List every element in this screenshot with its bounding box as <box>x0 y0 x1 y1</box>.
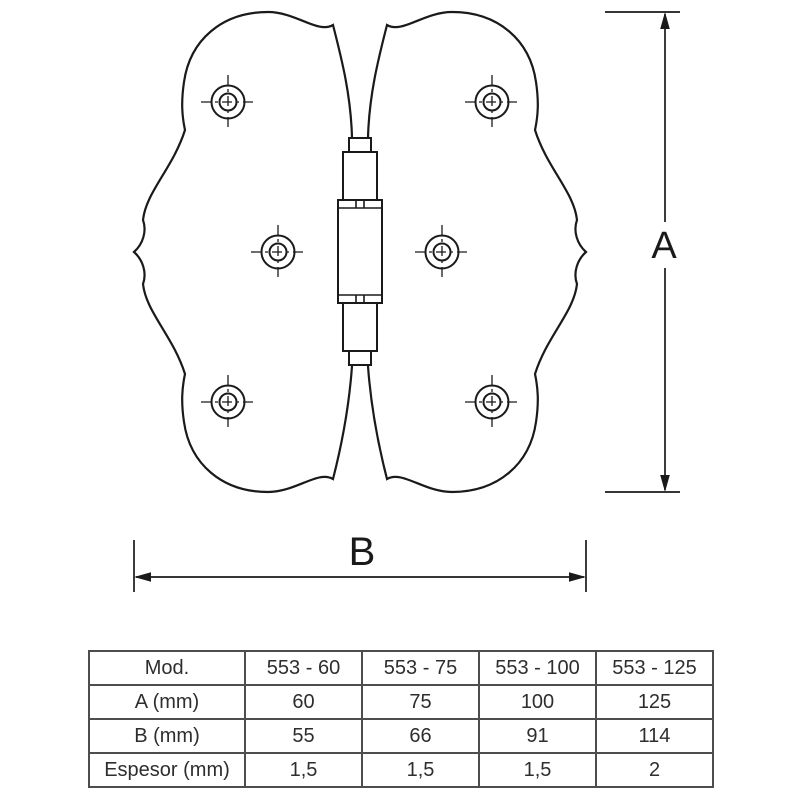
left-leaf-outline <box>132 10 354 494</box>
value-espesor-2: 1,5 <box>361 752 480 788</box>
row-label-a: A (mm) <box>88 684 246 720</box>
hole-outer-circle <box>210 84 246 120</box>
hole-inner-circle <box>482 92 502 112</box>
value-a-4: 125 <box>595 684 714 720</box>
hinge-barrel <box>337 137 383 366</box>
screw-hole <box>201 75 255 129</box>
value-espesor-3: 1,5 <box>478 752 597 788</box>
header-model-1: 553 - 60 <box>244 650 363 686</box>
value-a-2: 75 <box>361 684 480 720</box>
label-mask <box>646 222 684 268</box>
screw-hole <box>415 225 469 279</box>
value-b-4: 114 <box>595 718 714 754</box>
hole-outer-circle <box>474 84 510 120</box>
hole-outer-circle <box>424 234 460 270</box>
hinge-leaves <box>132 10 588 494</box>
screw-hole <box>251 225 305 279</box>
knuckle-middle <box>337 199 383 304</box>
row-label-espesor: Espesor (mm) <box>88 752 246 788</box>
arrowhead-up <box>660 12 670 29</box>
header-mod: Mod. <box>88 650 246 686</box>
value-a-3: 100 <box>478 684 597 720</box>
pin-cap-bottom <box>348 350 372 366</box>
right-leaf-outline <box>366 10 588 494</box>
value-b-1: 55 <box>244 718 363 754</box>
screw-hole <box>201 375 255 429</box>
hole-inner-circle <box>218 392 238 412</box>
screw-holes <box>201 75 519 429</box>
row-label-b: B (mm) <box>88 718 246 754</box>
dimension-a: A <box>605 11 684 493</box>
dimension-b-label: B <box>349 530 376 574</box>
spec-table: Mod. 553 - 60 553 - 75 553 - 100 553 - 1… <box>88 650 714 788</box>
value-espesor-4: 2 <box>595 752 714 788</box>
header-model-4: 553 - 125 <box>595 650 714 686</box>
header-model-3: 553 - 100 <box>478 650 597 686</box>
hole-inner-circle <box>268 242 288 262</box>
hole-outer-circle <box>260 234 296 270</box>
hole-inner-circle <box>218 92 238 112</box>
pin-cap-top <box>348 137 372 153</box>
table-row-b: B (mm) 55 66 91 114 <box>88 718 714 754</box>
value-a-1: 60 <box>244 684 363 720</box>
dimension-a-label: A <box>651 225 677 267</box>
dimension-b: B <box>133 530 587 592</box>
header-model-2: 553 - 75 <box>361 650 480 686</box>
arrowhead-down <box>660 475 670 492</box>
arrowhead-right <box>569 572 586 582</box>
hinge-technical-drawing: A B <box>132 10 684 592</box>
hole-inner-circle <box>432 242 452 262</box>
screw-hole <box>465 375 519 429</box>
value-b-3: 91 <box>478 718 597 754</box>
hole-inner-circle <box>482 392 502 412</box>
table-row-espesor: Espesor (mm) 1,5 1,5 1,5 2 <box>88 752 714 788</box>
knuckle-bottom <box>342 302 378 352</box>
value-espesor-1: 1,5 <box>244 752 363 788</box>
table-row-a: A (mm) 60 75 100 125 <box>88 684 714 720</box>
screw-hole <box>465 75 519 129</box>
arrowhead-left <box>134 572 151 582</box>
value-b-2: 66 <box>361 718 480 754</box>
table-header-row: Mod. 553 - 60 553 - 75 553 - 100 553 - 1… <box>88 650 714 686</box>
hole-outer-circle <box>474 384 510 420</box>
hole-outer-circle <box>210 384 246 420</box>
knuckle-top <box>342 151 378 201</box>
